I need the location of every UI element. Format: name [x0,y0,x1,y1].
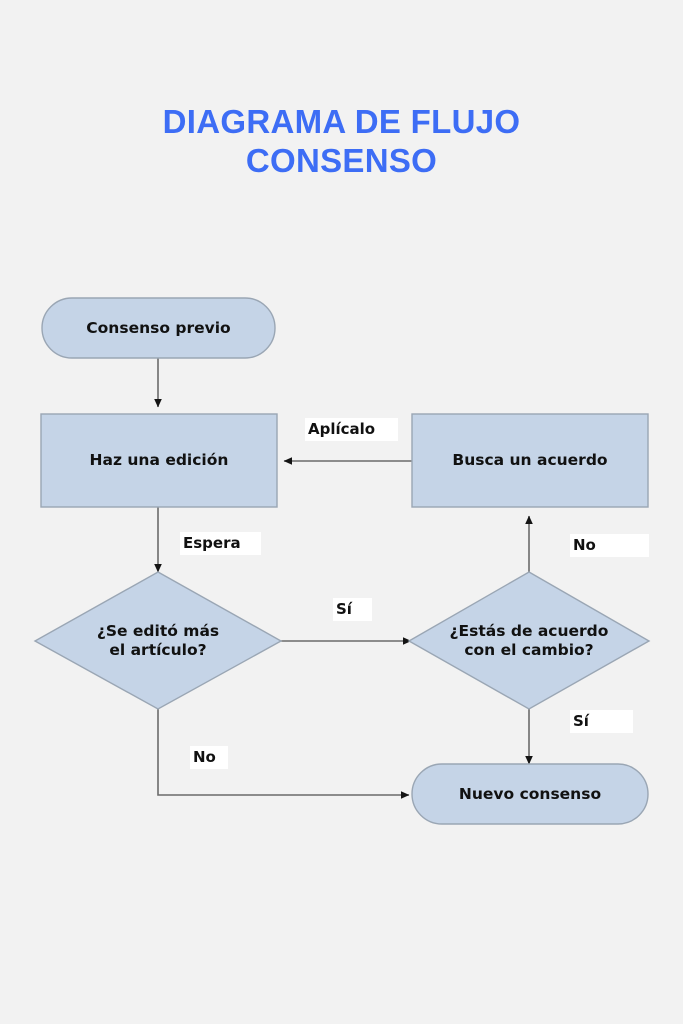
page-title: DIAGRAMA DE FLUJO CONSENSO [0,103,683,181]
node-busca-un-acuerdo-shape[interactable] [411,413,649,508]
node-nuevo-consenso-shape[interactable] [411,763,649,825]
node-haz-una-edicion-shape[interactable] [40,413,278,508]
edge-label-espera: Espera [180,532,261,555]
edge-label-no-to-nuevo-consenso-text: No [193,748,216,766]
edge-label-si-to-nuevo-consenso: Sí [570,710,633,733]
edge-label-aplicalo: Aplícalo [305,418,398,441]
page-title-line-2: CONSENSO [245,141,438,179]
edge-label-no-to-nuevo-consenso: No [190,746,228,769]
edge-label-si-to-estas-de-acuerdo: Sí [333,598,372,621]
page-title-line-1: DIAGRAMA DE FLUJO [162,103,521,140]
node-consenso-previo-shape[interactable] [41,297,276,359]
edge-label-espera-text: Espera [183,534,241,552]
node-estas-de-acuerdo-shape[interactable] [407,571,651,710]
edge-label-no-to-busca-un-acuerdo-text: No [573,536,596,554]
edge-label-si-to-nuevo-consenso-text: Sí [573,712,589,730]
edge-se-edito-mas-to-nuevo-consenso [157,709,410,799]
edge-label-si-to-estas-de-acuerdo-text: Sí [336,600,352,618]
edge-label-no-to-busca-un-acuerdo: No [570,534,649,557]
edge-label-aplicalo-text: Aplícalo [308,420,376,438]
node-se-edito-mas-shape[interactable] [33,571,283,710]
